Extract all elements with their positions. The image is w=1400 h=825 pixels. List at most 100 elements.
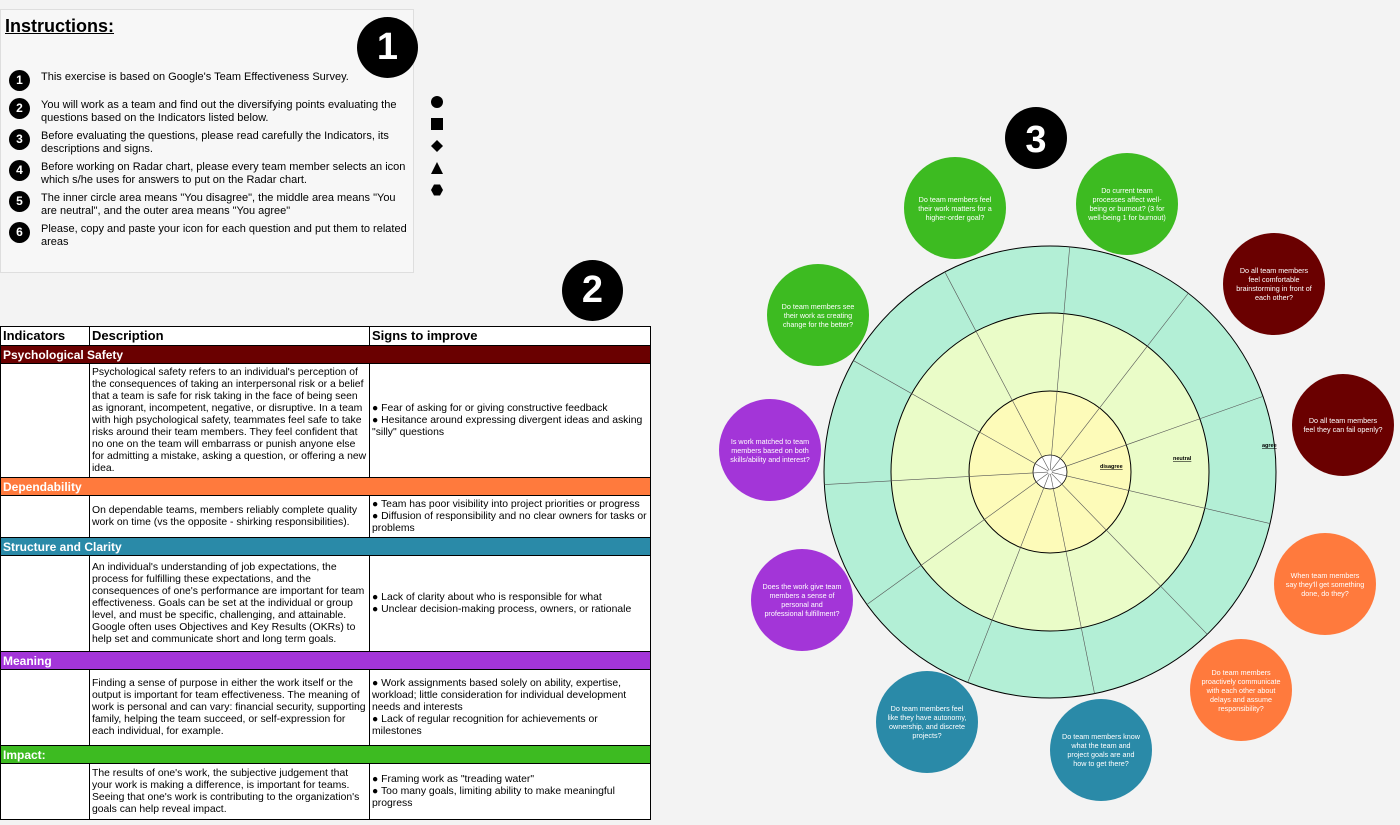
category-row-structure-clarity: Structure and Clarity [0,537,651,556]
header-indicators: Indicators [0,326,90,346]
header-signs: Signs to improve [369,326,651,346]
circle-icon[interactable] [431,96,443,108]
signs-cell: ● Work assignments based solely on abili… [369,669,651,746]
question-bubble-circle[interactable] [1050,699,1152,801]
instructions-title: Instructions: [5,16,115,36]
question-text: Do team members know what the team and p… [1062,732,1140,768]
sign-item: ● Hesitance around expressing divergent … [372,414,643,438]
question-bubble[interactable]: Do current team processes affect well-be… [1076,153,1178,255]
question-text-box: Do current team processes affect well-be… [1088,186,1166,222]
ring-disagree [968,390,1132,554]
indicators-table: Indicators Description Signs to improve … [0,326,651,820]
category-row-meaning: Meaning [0,651,651,670]
question-text: Is work matched to team members based on… [730,436,810,464]
step-text: Before working on Radar chart, please ev… [41,161,406,186]
label-disagree: disagree [1100,464,1123,470]
hexagon-icon[interactable] [431,184,443,196]
radar-spokes [824,246,1271,694]
category-label: Dependability [0,477,651,496]
radar-rings [823,245,1277,699]
radar-spoke [1050,293,1189,471]
step-number: 3 [9,129,30,150]
description-cell: An individual's understanding of job exp… [89,555,370,652]
question-bubble-circle[interactable] [719,399,821,501]
question-bubble[interactable]: Do team members feel like they have auto… [876,671,978,773]
question-bubble[interactable]: Do team members feel their work matters … [904,157,1006,259]
question-text-box: Do team members know what the team and p… [1062,732,1140,768]
question-text: Do team members feel like they have auto… [887,704,967,740]
question-text: Do team members see their work as creati… [781,301,855,329]
table-row: Psychological safety refers to an indivi… [0,363,651,478]
section-badge-3: 3 [1005,107,1067,169]
sign-item: ● Diffusion of responsibility and no cle… [372,510,647,534]
sign-item: ● Lack of clarity about who is responsib… [372,591,602,603]
question-bubble-circle[interactable] [1223,233,1325,335]
indicator-cell [0,363,90,478]
table-row: The results of one's work, the subjectiv… [0,763,651,820]
radar-spoke [1051,472,1271,524]
question-text-box: Do all team members feel comfortable bra… [1236,266,1312,302]
radar-spoke [1050,473,1095,694]
question-bubble-circle[interactable] [876,671,978,773]
sign-item: ● Lack of regular recognition for achiev… [372,713,598,737]
description-cell: On dependable teams, members reliably co… [89,495,370,538]
radar-spoke [1049,246,1070,471]
step-number: 5 [9,191,30,212]
signs-cell: ● Fear of asking for or giving construct… [369,363,651,478]
step-number: 4 [9,160,30,181]
radar-spoke [866,472,1049,605]
table-row: On dependable teams, members reliably co… [0,495,651,538]
question-text: Do all team members feel they can fail o… [1303,416,1383,434]
square-icon[interactable] [431,118,443,130]
question-bubble-circle[interactable] [1274,533,1376,635]
question-bubble[interactable]: Is work matched to team members based on… [719,399,821,501]
radar-center [1032,454,1068,490]
indicator-cell [0,555,90,652]
question-bubble[interactable]: Do team members know what the team and p… [1050,699,1152,801]
question-text: Do current team processes affect well-be… [1088,186,1166,222]
triangle-icon[interactable] [431,162,443,174]
question-bubble-circle[interactable] [904,157,1006,259]
question-bubble[interactable]: Do all team members feel comfortable bra… [1223,233,1325,335]
category-row-psychological-safety: Psychological Safety [0,345,651,364]
table-row: An individual's understanding of job exp… [0,555,651,652]
question-bubble-circle[interactable] [767,264,869,366]
step-number: 6 [9,222,30,243]
question-text-box: Do team members feel their work matters … [918,195,992,222]
sign-item: ● Framing work as "treading water" [372,773,535,785]
radar-spoke [824,471,1049,485]
diamond-icon[interactable] [431,140,443,152]
question-bubble-circle[interactable] [751,549,853,651]
radar-spoke [1051,396,1264,472]
question-text: When team members say they'll get someth… [1285,570,1365,598]
question-bubble[interactable]: Do team members proactively communicate … [1190,639,1292,741]
question-bubble-circle[interactable] [1076,153,1178,255]
sign-item: ● Too many goals, limiting ability to ma… [372,785,615,809]
question-bubble-circle[interactable] [1292,374,1394,476]
question-text: Does the work give team members a sense … [762,582,842,618]
question-bubble[interactable]: Does the work give team members a sense … [751,549,853,651]
question-bubble[interactable]: Do team members see their work as creati… [767,264,869,366]
question-bubble[interactable]: Do all team members feel they can fail o… [1292,374,1394,476]
question-text-box: When team members say they'll get someth… [1285,570,1365,598]
question-text-box: Do team members see their work as creati… [781,301,855,329]
indicator-cell [0,495,90,538]
question-text: Do team members proactively communicate … [1201,667,1281,713]
sign-item: ● Fear of asking for or giving construct… [372,402,608,414]
radar-spoke [853,360,1049,472]
category-row-impact: Impact: [0,745,651,764]
label-agree: agree [1262,443,1277,449]
instruction-step: 4 Before working on Radar chart, please e… [9,160,409,187]
table-header-row: Indicators Description Signs to improve [0,326,651,346]
question-bubble-circle[interactable] [1190,639,1292,741]
sign-item: ● Work assignments based solely on abili… [372,677,627,713]
signs-cell: ● Team has poor visibility into project … [369,495,651,538]
question-text-box: Do team members proactively communicate … [1201,667,1281,713]
icon-palette [431,96,447,206]
question-bubble[interactable]: When team members say they'll get someth… [1274,533,1376,635]
sign-item: ● Unclear decision-making process, owner… [372,603,632,615]
description-cell: The results of one's work, the subjectiv… [89,763,370,820]
